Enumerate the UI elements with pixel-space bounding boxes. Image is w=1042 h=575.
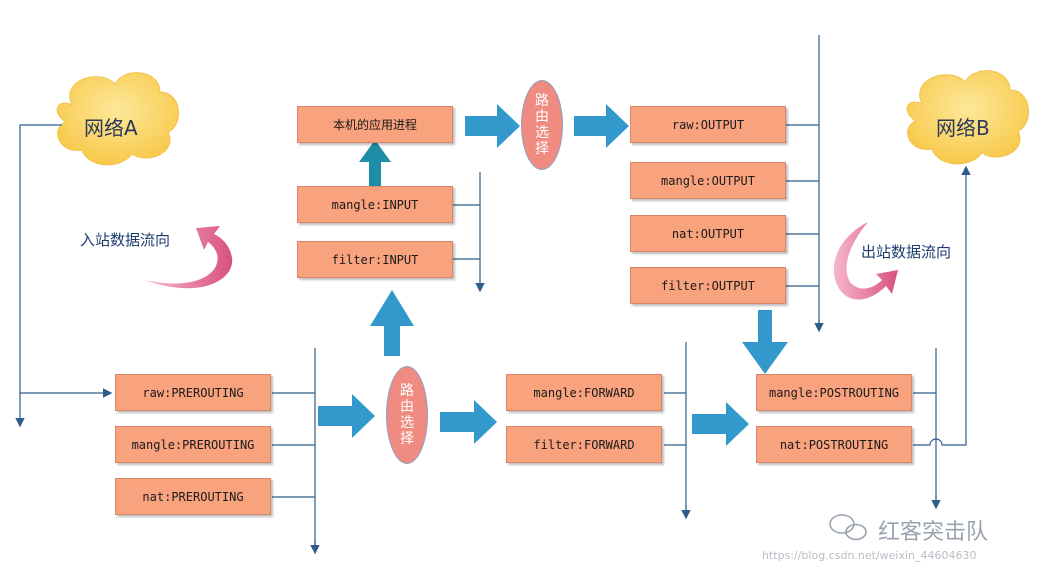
curve-outbound-arrow (833, 222, 898, 300)
arrow-input-to-process (359, 140, 391, 186)
chain-mangle-prerouting: mangle:PREROUTING (115, 426, 271, 463)
arrow-route-to-output (574, 104, 629, 148)
chain-nat-prerouting: nat:PREROUTING (115, 478, 271, 515)
routing-decision-top: 路由选择 (521, 80, 563, 170)
routing-decision-top-label: 路由选择 (535, 93, 549, 157)
chain-mangle-forward: mangle:FORWARD (506, 374, 662, 411)
connector-net-a-in (19, 124, 113, 398)
chain-filter-forward: filter:FORWARD (506, 426, 662, 463)
wechat-icon (829, 514, 867, 541)
cloud-network-b (906, 70, 1029, 165)
routing-decision-bottom-label: 路由选择 (400, 383, 414, 447)
connector-to-net-b (913, 165, 971, 446)
watermark-brand: 红客突击队 (878, 520, 989, 545)
chain-filter-output: filter:OUTPUT (630, 267, 786, 304)
arrow-process-to-route (465, 104, 520, 148)
arrow-pre-to-route (318, 394, 375, 438)
chain-nat-output: nat:OUTPUT (630, 215, 786, 252)
chain-mangle-output: mangle:OUTPUT (630, 162, 786, 199)
outbound-flow-label: 出站数据流向 (861, 243, 952, 261)
network-b-label: 网络B (936, 116, 990, 140)
chain-mangle-postrouting: mangle:POSTROUTING (756, 374, 912, 411)
network-a-label: 网络A (84, 116, 138, 140)
big-arrows (318, 104, 788, 446)
cloud-network-a (56, 72, 179, 166)
chain-raw-prerouting: raw:PREROUTING (115, 374, 271, 411)
local-process-box: 本机的应用进程 (297, 106, 453, 143)
inbound-flow-label: 入站数据流向 (80, 231, 171, 249)
curve-inbound-arrow (145, 226, 233, 289)
chain-filter-input: filter:INPUT (297, 241, 453, 278)
chain-mangle-input: mangle:INPUT (297, 186, 453, 223)
arrow-output-down-to-post (742, 310, 788, 374)
arrow-route-to-forward (440, 400, 497, 444)
chain-raw-output: raw:OUTPUT (630, 106, 786, 143)
arrow-route-up-to-input (370, 290, 414, 356)
routing-decision-bottom: 路由选择 (386, 366, 428, 464)
arrow-forward-to-post (692, 402, 749, 446)
watermark-url: https://blog.csdn.net/weixin_44604630 (762, 549, 977, 562)
chain-nat-postrouting: nat:POSTROUTING (756, 426, 912, 463)
